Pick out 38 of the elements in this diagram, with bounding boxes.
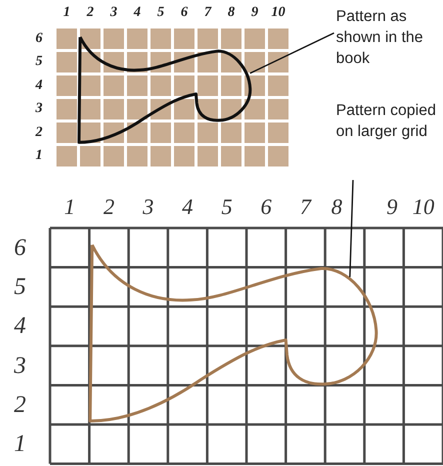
leader-line [349,180,354,278]
row-number: 6 [13,234,27,261]
column-number: 6 [260,195,273,219]
pattern-outline [88,243,378,422]
column-number: 10 [411,195,436,219]
column-number: 2 [86,5,95,21]
column-number: 4 [132,5,142,21]
column-number: 9 [250,5,260,21]
column-number: 10 [270,5,286,21]
column-number: 7 [203,5,213,21]
column-number: 9 [386,195,399,219]
row-number: 3 [13,352,27,379]
column-number: 1 [63,195,76,219]
row-number: 5 [13,274,27,300]
row-number: 1 [34,148,44,164]
leader-line [250,32,334,74]
column-number: 4 [181,195,194,219]
row-number: 4 [34,78,44,94]
row-number: 2 [34,124,44,141]
column-number: 6 [180,5,189,21]
row-number: 5 [34,54,44,70]
column-number: 1 [62,5,72,21]
row-number: 1 [13,431,27,458]
column-number: 5 [156,5,166,21]
row-number: 4 [13,313,27,340]
pattern-outline [78,36,252,144]
row-number: 3 [34,101,44,118]
column-number: 7 [298,195,313,219]
column-number: 3 [142,195,155,219]
row-number: 6 [34,30,44,47]
callout-text: Pattern as shown in the book [336,6,443,69]
column-number: 2 [102,195,116,219]
column-number: 5 [220,195,234,219]
column-number: 8 [226,5,236,21]
callout-text: Pattern copied on larger grid [336,100,443,142]
column-number: 3 [109,5,118,21]
row-number: 2 [13,392,27,418]
column-number: 8 [330,195,344,219]
